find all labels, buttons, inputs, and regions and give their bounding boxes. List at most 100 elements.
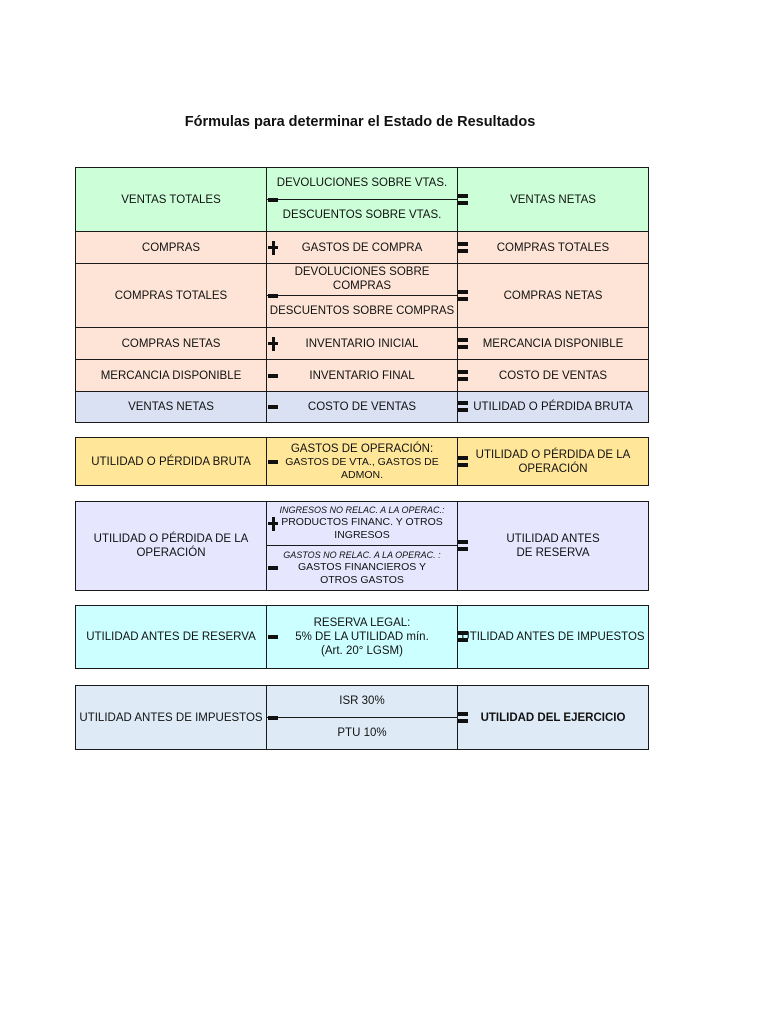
result-cell: COSTO DE VENTAS	[457, 359, 649, 392]
equals-icon	[458, 455, 468, 468]
page-title: Fórmulas para determinar el Estado de Re…	[184, 114, 536, 130]
operator-cell: COSTO DE VENTAS	[266, 391, 458, 423]
operator-cell: INGRESOS NO RELAC. A LA OPERAC.: PRODUCT…	[266, 501, 458, 591]
operand-cell: VENTAS TOTALES	[75, 167, 267, 232]
minus-icon	[267, 635, 277, 639]
utilidad-antes-label: UTILIDAD ANTES	[506, 533, 600, 545]
equals-icon	[458, 289, 468, 302]
de-reserva-label: DE RESERVA	[516, 547, 590, 559]
operator-cell: GASTOS DE COMPRA	[266, 231, 458, 264]
ventas-netas-label: VENTAS NETAS	[510, 193, 596, 206]
equals-icon	[458, 711, 468, 724]
minus-icon	[267, 716, 277, 720]
minus-icon	[267, 405, 277, 409]
formula-table-block-5: UTILIDAD ANTES DE IMPUESTOS ISR 30% PTU …	[75, 685, 649, 750]
table-row: UTILIDAD ANTES DE RESERVA RESERVA LEGAL:…	[75, 605, 649, 669]
gastos-operacion-label: GASTOS DE OPERACIÓN:	[290, 442, 434, 455]
inventario-final-label: INVENTARIO FINAL	[309, 369, 415, 382]
result-cell: VENTAS NETAS	[457, 167, 649, 232]
ventas-netas-operand-label: VENTAS NETAS	[75, 391, 267, 423]
mercancia-disponible-operand-label: MERCANCIA DISPONIBLE	[75, 359, 267, 392]
table-row: VENTAS TOTALES DEVOLUCIONES SOBRE VTAS. …	[75, 167, 649, 232]
utilidad-bruta-operand-label: UTILIDAD O PÉRDIDA BRUTA	[75, 437, 267, 486]
formula-table-block-1: VENTAS TOTALES DEVOLUCIONES SOBRE VTAS. …	[75, 167, 649, 423]
compras-netas-label: COMPRAS NETAS	[503, 289, 603, 302]
gastos-venta-admon-label: GASTOS DE VTA., GASTOS DE ADMON.	[285, 455, 439, 481]
table-row: COMPRAS TOTALES DEVOLUCIONES SOBRE COMPR…	[75, 263, 649, 328]
equals-icon	[458, 401, 468, 413]
utilidad-operacion-label: UTILIDAD O PÉRDIDA DE LA OPERACIÓN	[475, 448, 631, 475]
minus-icon	[267, 294, 277, 298]
table-row: MERCANCIA DISPONIBLE INVENTARIO FINAL CO…	[75, 359, 649, 392]
table-row: UTILIDAD O PÉRDIDA BRUTA GASTOS DE OPERA…	[75, 437, 649, 486]
inventario-inicial-label: INVENTARIO INICIAL	[305, 337, 419, 350]
operator-cell: DEVOLUCIONES SOBRE COMPRAS DESCUENTOS SO…	[266, 263, 458, 328]
table-row: COMPRAS NETAS INVENTARIO INICIAL MERCANC…	[75, 327, 649, 360]
plus-icon	[267, 240, 278, 255]
operand-cell: UTILIDAD O PÉRDIDA DE LA OPERACIÓN	[75, 501, 267, 591]
gastos-compra-label: GASTOS DE COMPRA	[301, 241, 423, 254]
operator-cell: INVENTARIO FINAL	[266, 359, 458, 392]
utilidad-antes-impuestos-operand-label: UTILIDAD ANTES DE IMPUESTOS	[75, 685, 267, 750]
minus-icon	[267, 198, 277, 202]
result-cell: COMPRAS TOTALES	[457, 231, 649, 264]
equals-icon	[458, 193, 468, 206]
costo-ventas-operand-label: COSTO DE VENTAS	[307, 401, 417, 413]
isr-label: ISR 30%	[267, 686, 457, 718]
equals-icon	[458, 631, 468, 643]
articulo-lgsm-label: (Art. 20° LGSM)	[321, 645, 403, 657]
equals-icon	[458, 241, 468, 254]
result-cell: UTILIDAD ANTES DE RESERVA	[457, 501, 649, 591]
result-cell: UTILIDAD O PÉRDIDA DE LA OPERACIÓN	[457, 437, 649, 486]
operator-cell: RESERVA LEGAL: 5% DE LA UTILIDAD mín. (A…	[266, 605, 458, 669]
equals-icon	[458, 540, 468, 552]
minus-icon	[267, 566, 277, 570]
ptu-label: PTU 10%	[337, 727, 387, 740]
equals-icon	[458, 369, 468, 382]
utilidad-antes-reserva-label: UTILIDAD ANTES DE RESERVA	[75, 605, 267, 669]
formula-table-block-2: UTILIDAD O PÉRDIDA BRUTA GASTOS DE OPERA…	[75, 437, 649, 486]
result-cell: MERCANCIA DISPONIBLE	[457, 327, 649, 360]
result-cell: COMPRAS NETAS	[457, 263, 649, 328]
gastos-no-relac-label: GASTOS NO RELAC. A LA OPERAC. :	[283, 549, 441, 560]
operator-cell: ISR 30% PTU 10%	[266, 685, 458, 750]
cinco-por-ciento-label: 5% DE LA UTILIDAD mín.	[295, 631, 429, 643]
descuentos-ventas-label: DESCUENTOS SOBRE VTAS.	[282, 209, 442, 222]
costo-ventas-label: COSTO DE VENTAS	[498, 369, 608, 382]
ventas-totales-label: VENTAS TOTALES	[121, 193, 221, 206]
compras-label: COMPRAS	[75, 231, 267, 264]
plus-icon	[267, 336, 278, 351]
formula-table-block-3: UTILIDAD O PÉRDIDA DE LA OPERACIÓN INGRE…	[75, 501, 649, 591]
utilidad-ejercicio-label: UTILIDAD DEL EJERCICIO	[480, 711, 626, 724]
ingresos-no-relac-label: INGRESOS NO RELAC. A LA OPERAC.:	[279, 505, 445, 515]
ingresos-no-relacionados: INGRESOS NO RELAC. A LA OPERAC.: PRODUCT…	[267, 502, 457, 546]
table-row: VENTAS NETAS COSTO DE VENTAS UTILIDAD O …	[75, 391, 649, 423]
result-cell: UTILIDAD DEL EJERCICIO	[457, 685, 649, 750]
operator-cell: INVENTARIO INICIAL	[266, 327, 458, 360]
utilidad-antes-impuestos-label: UTILIDAD ANTES DE IMPUESTOS	[461, 631, 645, 643]
gastos-financieros-label: GASTOS FINANCIEROS Y OTROS GASTOS	[298, 560, 426, 586]
gastos-no-relacionados: GASTOS NO RELAC. A LA OPERAC. : GASTOS F…	[267, 546, 457, 590]
result-cell: UTILIDAD O PÉRDIDA BRUTA	[457, 391, 649, 423]
mercancia-disponible-label: MERCANCIA DISPONIBLE	[482, 337, 624, 350]
equals-icon	[458, 337, 468, 350]
plus-icon	[267, 517, 278, 531]
table-row: UTILIDAD ANTES DE IMPUESTOS ISR 30% PTU …	[75, 685, 649, 750]
devoluciones-compras-label: DEVOLUCIONES SOBRE COMPRAS	[267, 264, 457, 296]
compras-totales-operand-label: COMPRAS TOTALES	[75, 263, 267, 328]
compras-netas-operand-label: COMPRAS NETAS	[75, 327, 267, 360]
reserva-legal-label: RESERVA LEGAL:	[313, 617, 411, 629]
table-row: UTILIDAD O PÉRDIDA DE LA OPERACIÓN INGRE…	[75, 501, 649, 591]
minus-icon	[267, 460, 277, 464]
utilidad-bruta-label: UTILIDAD O PÉRDIDA BRUTA	[473, 401, 633, 413]
minus-icon	[267, 374, 277, 378]
devoluciones-ventas-label: DEVOLUCIONES SOBRE VTAS.	[267, 168, 457, 200]
descuentos-compras-label: DESCUENTOS SOBRE COMPRAS	[269, 305, 455, 318]
operator-cell: GASTOS DE OPERACIÓN: GASTOS DE VTA., GAS…	[266, 437, 458, 486]
compras-totales-label: COMPRAS TOTALES	[496, 241, 610, 254]
utilidad-operacion-operand-label: UTILIDAD O PÉRDIDA DE LA OPERACIÓN	[93, 533, 249, 559]
table-row: COMPRAS GASTOS DE COMPRA COMPRAS TOTALES	[75, 231, 649, 264]
operator-cell: DEVOLUCIONES SOBRE VTAS. DESCUENTOS SOBR…	[266, 167, 458, 232]
formula-table-block-4: UTILIDAD ANTES DE RESERVA RESERVA LEGAL:…	[75, 605, 649, 669]
productos-financ-label: PRODUCTOS FINANC. Y OTROS INGRESOS	[281, 516, 443, 541]
